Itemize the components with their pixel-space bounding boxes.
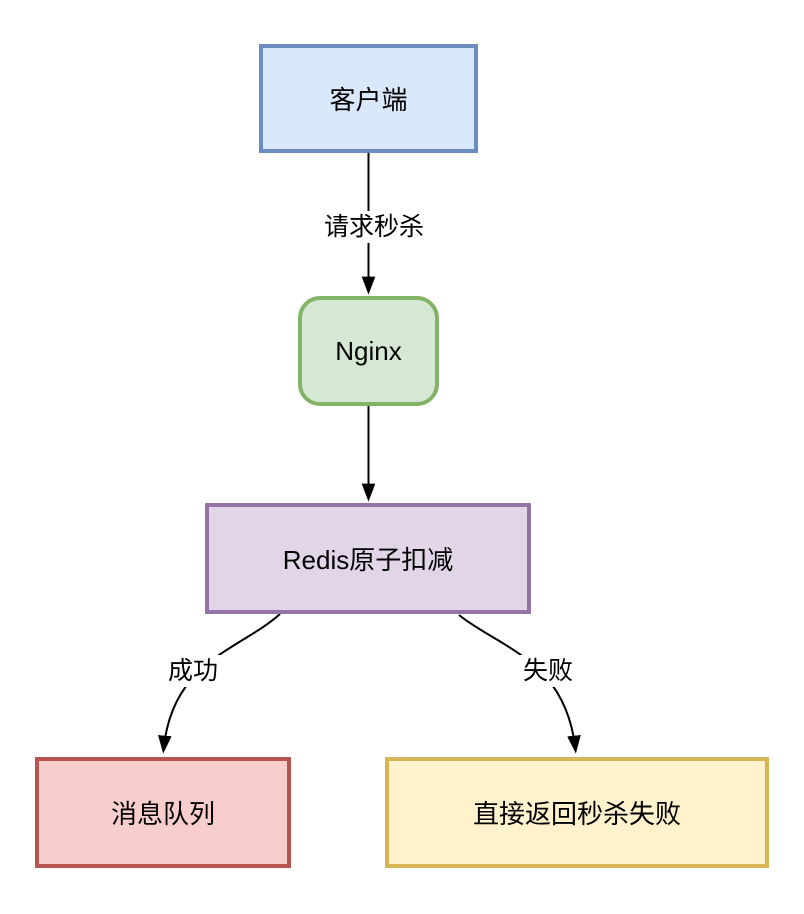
node-redis-label: Redis原子扣减	[282, 545, 454, 575]
node-message-queue: 消息队列	[35, 757, 291, 868]
node-return-seckill-failure-label: 直接返回秒杀失败	[472, 799, 681, 829]
node-client: 客户端	[259, 44, 478, 153]
node-client-label: 客户端	[329, 85, 408, 115]
node-redis-atomic-decrement: Redis原子扣减	[205, 503, 531, 614]
node-return-seckill-failure: 直接返回秒杀失败	[385, 757, 769, 868]
node-nginx-label: Nginx	[335, 335, 402, 366]
node-message-queue-label: 消息队列	[110, 799, 215, 829]
node-nginx: Nginx	[298, 296, 439, 406]
edge-label-success: 成功	[162, 655, 224, 687]
edge-label-failure: 失败	[517, 655, 579, 687]
edge-label-request-seckill: 请求秒杀	[318, 211, 430, 243]
